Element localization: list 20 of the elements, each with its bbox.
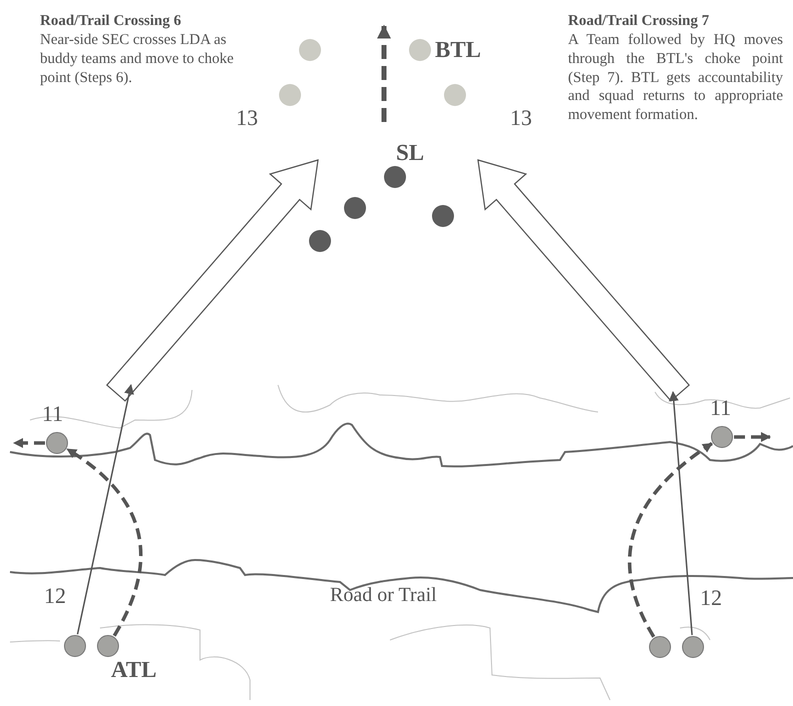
arrow [734,432,771,442]
arrow [13,438,45,448]
description-text: Near-side SEC crosses LDA as buddy teams and move to choke point (Steps 6). [40,31,235,88]
heading: Road/Trail Crossing 6 [40,12,182,31]
arrow [668,391,693,636]
step-number: 13 [236,104,258,132]
step-number: 12 [44,582,66,610]
arrow [628,442,713,638]
area-label: Road or Trail [330,583,437,608]
arrow [66,448,142,637]
unit-label: ATL [111,657,157,683]
unit-label: SL [396,140,424,166]
description-text: A Team followed by HQ moves through the BTL's choke point (Step 7). BTL gets accountability and squad returns to appropriate movement formation. [568,31,783,125]
step-number: 12 [700,584,722,612]
step-number: 11 [710,394,732,422]
step-number: 11 [42,400,64,428]
unit-label: BTL [435,37,482,63]
step-number: 13 [510,104,532,132]
arrow [76,384,134,634]
heading: Road/Trail Crossing 7 [568,12,710,31]
